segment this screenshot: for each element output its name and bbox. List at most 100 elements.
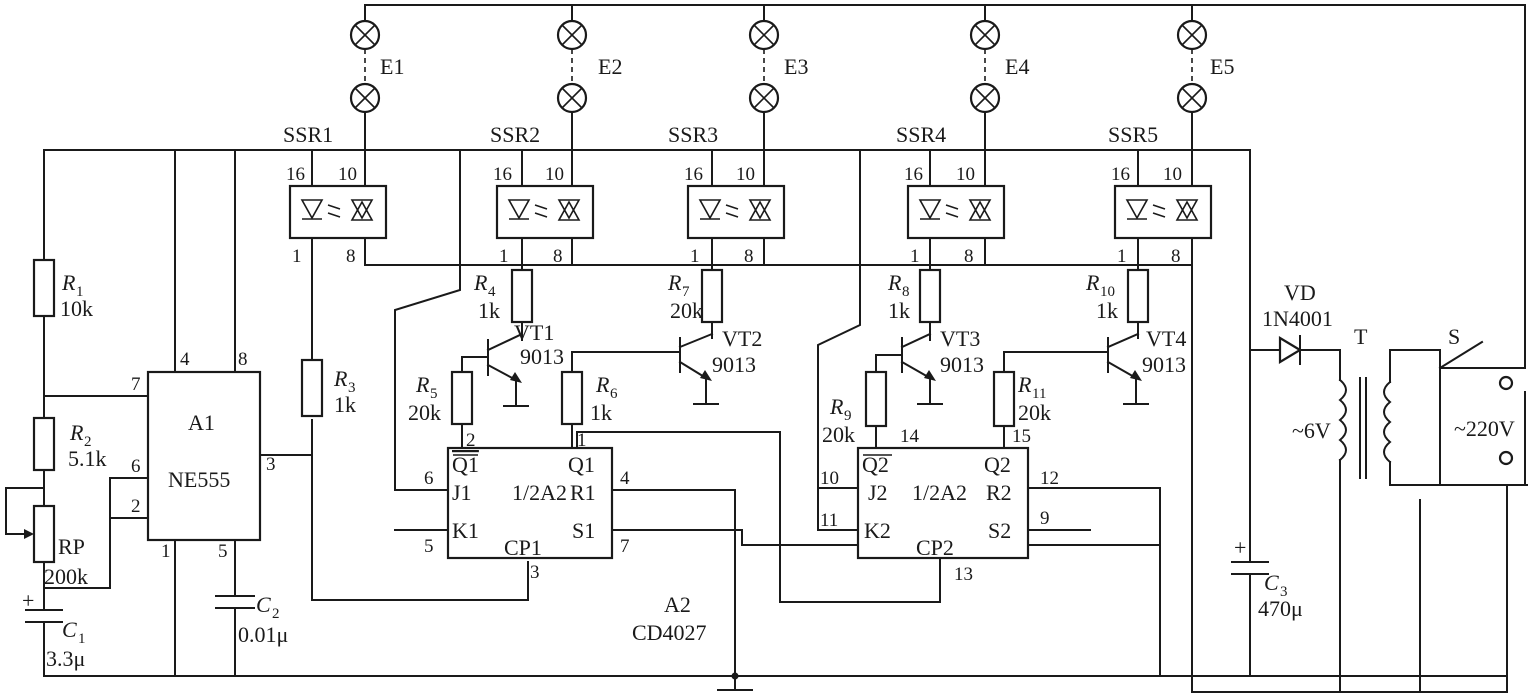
lamp-label-e5: E5 xyxy=(1210,54,1234,79)
svg-text:VT3: VT3 xyxy=(940,326,980,351)
svg-text:R: R xyxy=(473,270,488,295)
svg-text:Q2: Q2 xyxy=(984,452,1011,477)
switch-s: S ~220V xyxy=(1419,324,1526,466)
svg-text:T: T xyxy=(1354,324,1368,349)
svg-text:Q2: Q2 xyxy=(862,452,889,477)
svg-text:10: 10 xyxy=(820,468,839,489)
svg-text:1: 1 xyxy=(690,246,700,267)
svg-text:1k: 1k xyxy=(590,400,612,425)
vt1-transistor: VT1 9013 xyxy=(461,320,564,407)
svg-text:7: 7 xyxy=(131,374,141,395)
svg-text:Q1: Q1 xyxy=(568,452,595,477)
svg-text:5: 5 xyxy=(424,536,434,557)
lamp-string-e5: E5 xyxy=(1176,19,1234,187)
rp-potentiometer: RP 200k xyxy=(5,487,88,611)
svg-text:VT4: VT4 xyxy=(1146,326,1186,351)
svg-text:7: 7 xyxy=(620,536,630,557)
svg-text:1: 1 xyxy=(910,246,920,267)
svg-text:~220V: ~220V xyxy=(1454,416,1515,441)
svg-text:11: 11 xyxy=(820,510,838,531)
svg-text:S: S xyxy=(1448,324,1460,349)
svg-text:CD4027: CD4027 xyxy=(632,620,707,645)
svg-text:3: 3 xyxy=(1280,584,1288,600)
lamp-label-e2: E2 xyxy=(598,54,622,79)
svg-text:2: 2 xyxy=(131,496,141,517)
ssr-5: SSR5 16 10 1 8 xyxy=(1108,122,1213,271)
svg-text:K2: K2 xyxy=(864,518,891,543)
svg-text:6: 6 xyxy=(424,468,434,489)
svg-text:2: 2 xyxy=(272,606,280,622)
svg-text:1: 1 xyxy=(499,246,509,267)
ssr-2: SSR2 16 10 1 8 xyxy=(490,122,595,271)
svg-text:SSR1: SSR1 xyxy=(283,122,333,147)
svg-text:C: C xyxy=(62,617,77,642)
svg-text:SSR5: SSR5 xyxy=(1108,122,1158,147)
svg-text:200k: 200k xyxy=(44,564,88,589)
svg-text:10: 10 xyxy=(736,164,755,185)
svg-text:4: 4 xyxy=(620,468,630,489)
svg-text:~6V: ~6V xyxy=(1292,418,1331,443)
svg-text:20k: 20k xyxy=(1018,400,1051,425)
svg-text:16: 16 xyxy=(493,164,512,185)
svg-text:3: 3 xyxy=(530,562,540,583)
svg-text:R: R xyxy=(887,270,902,295)
svg-text:9013: 9013 xyxy=(1142,352,1186,377)
svg-text:R: R xyxy=(829,394,844,419)
svg-text:8: 8 xyxy=(553,246,563,267)
svg-text:2: 2 xyxy=(466,430,476,451)
vt4-transistor: VT4 9013 xyxy=(1106,326,1186,405)
svg-text:R: R xyxy=(69,420,84,445)
svg-text:12: 12 xyxy=(1040,468,1059,489)
svg-text:3.3μ: 3.3μ xyxy=(46,646,85,671)
lamp-label-e4: E4 xyxy=(1005,54,1029,79)
svg-text:3: 3 xyxy=(348,380,356,396)
svg-text:1k: 1k xyxy=(888,298,910,323)
svg-text:R1: R1 xyxy=(570,480,596,505)
ssr-3: SSR3 16 10 1 8 xyxy=(668,122,786,271)
vcc-rail xyxy=(43,149,1298,531)
svg-text:+: + xyxy=(22,588,34,613)
svg-text:8: 8 xyxy=(1171,246,1181,267)
svg-text:4: 4 xyxy=(488,284,496,300)
svg-text:CP1: CP1 xyxy=(504,535,542,560)
svg-text:5.1k: 5.1k xyxy=(68,446,107,471)
svg-text:9013: 9013 xyxy=(712,352,756,377)
svg-text:20k: 20k xyxy=(408,400,441,425)
svg-text:16: 16 xyxy=(684,164,703,185)
svg-text:8: 8 xyxy=(744,246,754,267)
ground-node: A2 CD4027 xyxy=(632,592,753,691)
svg-text:R: R xyxy=(61,270,76,295)
ssr-1: SSR1 16 10 1 8 xyxy=(283,122,388,361)
svg-text:C: C xyxy=(256,592,271,617)
svg-text:8: 8 xyxy=(902,284,910,300)
svg-text:1k: 1k xyxy=(478,298,500,323)
svg-text:0.01μ: 0.01μ xyxy=(238,622,288,647)
svg-text:3: 3 xyxy=(266,454,276,475)
svg-text:16: 16 xyxy=(904,164,923,185)
svg-text:10: 10 xyxy=(1100,284,1115,300)
svg-text:J1: J1 xyxy=(452,480,472,505)
svg-text:J2: J2 xyxy=(868,480,888,505)
flipflop-2: Q2 Q2 J2 1/2A2 R2 K2 S2 CP2 14 15 10 12 … xyxy=(820,426,1161,677)
svg-text:1: 1 xyxy=(292,246,302,267)
ne555-a1: A1 NE555 7 4 8 6 2 3 1 5 xyxy=(131,349,276,562)
svg-text:R: R xyxy=(595,372,610,397)
svg-text:5: 5 xyxy=(430,386,438,402)
flipflop-1: Q1 Q1 J1 1/2A2 R1 K1 S1 CP1 2 1 6 4 5 7 … xyxy=(424,430,1161,677)
svg-text:10: 10 xyxy=(338,164,357,185)
ssr-return-rail xyxy=(364,237,1193,266)
svg-text:10: 10 xyxy=(1163,164,1182,185)
svg-text:470μ: 470μ xyxy=(1258,596,1303,621)
transformer-t: T ~6V xyxy=(1292,324,1441,693)
svg-text:1: 1 xyxy=(78,631,86,647)
